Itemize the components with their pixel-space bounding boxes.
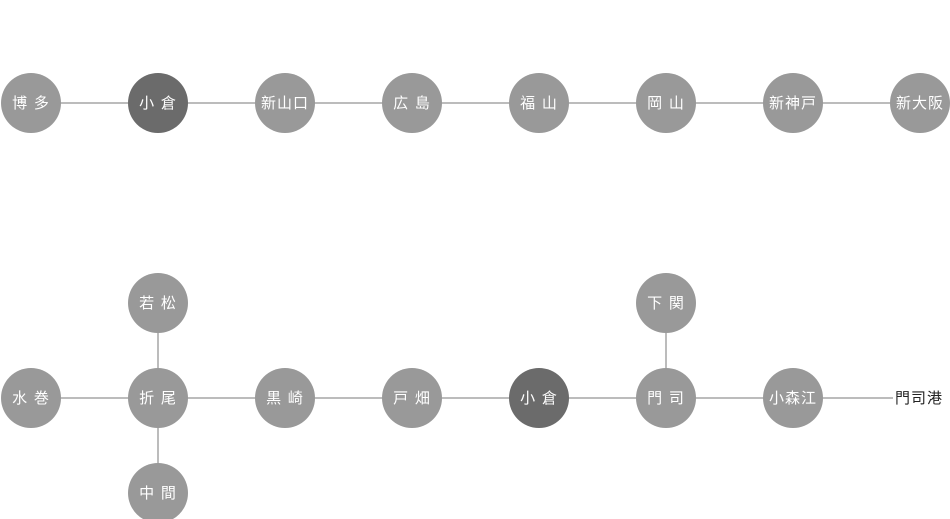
station-label: 新神戸 bbox=[769, 94, 817, 112]
station-label: 中 間 bbox=[139, 484, 177, 502]
station-label: 黒 崎 bbox=[266, 389, 304, 407]
branch-station-1: 中 間 bbox=[128, 463, 188, 519]
station-label: 新大阪 bbox=[896, 94, 944, 112]
station-label: 戸 畑 bbox=[393, 389, 431, 407]
station-circle bbox=[128, 273, 188, 333]
station-circle bbox=[636, 368, 696, 428]
station-label: 小 倉 bbox=[520, 389, 558, 407]
shinkansen-station-2: 新山口 bbox=[255, 73, 315, 133]
station-circle bbox=[255, 73, 315, 133]
station-label: 門 司 bbox=[647, 389, 685, 407]
shinkansen-station-3: 広 島 bbox=[382, 73, 442, 133]
station-circle bbox=[509, 368, 569, 428]
station-label: 折 尾 bbox=[139, 389, 177, 407]
terminal-label: 門司港 bbox=[895, 389, 943, 407]
station-nodes: 博 多小 倉新山口広 島福 山岡 山新神戸新大阪水 巻折 尾黒 崎戸 畑小 倉門… bbox=[1, 73, 950, 519]
local-station-5: 門 司 bbox=[636, 368, 696, 428]
station-label: 小 倉 bbox=[139, 94, 177, 112]
station-circle bbox=[128, 73, 188, 133]
station-circle bbox=[255, 368, 315, 428]
local-station-4: 小 倉 bbox=[509, 368, 569, 428]
station-circle bbox=[382, 368, 442, 428]
station-label: 新山口 bbox=[261, 94, 309, 112]
shinkansen-station-6: 新神戸 bbox=[763, 73, 823, 133]
branch-station-2: 下 関 bbox=[636, 273, 696, 333]
local-station-1: 折 尾 bbox=[128, 368, 188, 428]
branch-station-0: 若 松 bbox=[128, 273, 188, 333]
station-label: 博 多 bbox=[12, 94, 50, 112]
local-station-6: 小森江 bbox=[763, 368, 823, 428]
shinkansen-station-5: 岡 山 bbox=[636, 73, 696, 133]
station-circle bbox=[890, 73, 950, 133]
station-label: 福 山 bbox=[520, 94, 558, 112]
station-label: 小森江 bbox=[769, 389, 817, 407]
local-station-2: 黒 崎 bbox=[255, 368, 315, 428]
station-circle bbox=[636, 273, 696, 333]
station-label: 岡 山 bbox=[647, 94, 685, 112]
local-station-3: 戸 畑 bbox=[382, 368, 442, 428]
station-circle bbox=[509, 73, 569, 133]
station-circle bbox=[128, 368, 188, 428]
shinkansen-station-1: 小 倉 bbox=[128, 73, 188, 133]
station-circle bbox=[763, 73, 823, 133]
station-label: 若 松 bbox=[139, 294, 177, 312]
station-circle bbox=[1, 368, 61, 428]
station-label: 水 巻 bbox=[12, 389, 50, 407]
shinkansen-station-7: 新大阪 bbox=[890, 73, 950, 133]
station-circle bbox=[636, 73, 696, 133]
station-label: 広 島 bbox=[393, 94, 431, 112]
local-station-0: 水 巻 bbox=[1, 368, 61, 428]
station-circle bbox=[382, 73, 442, 133]
station-circle bbox=[763, 368, 823, 428]
station-circle bbox=[128, 463, 188, 519]
shinkansen-station-0: 博 多 bbox=[1, 73, 61, 133]
station-label: 下 関 bbox=[647, 294, 685, 312]
shinkansen-station-4: 福 山 bbox=[509, 73, 569, 133]
station-circle bbox=[1, 73, 61, 133]
